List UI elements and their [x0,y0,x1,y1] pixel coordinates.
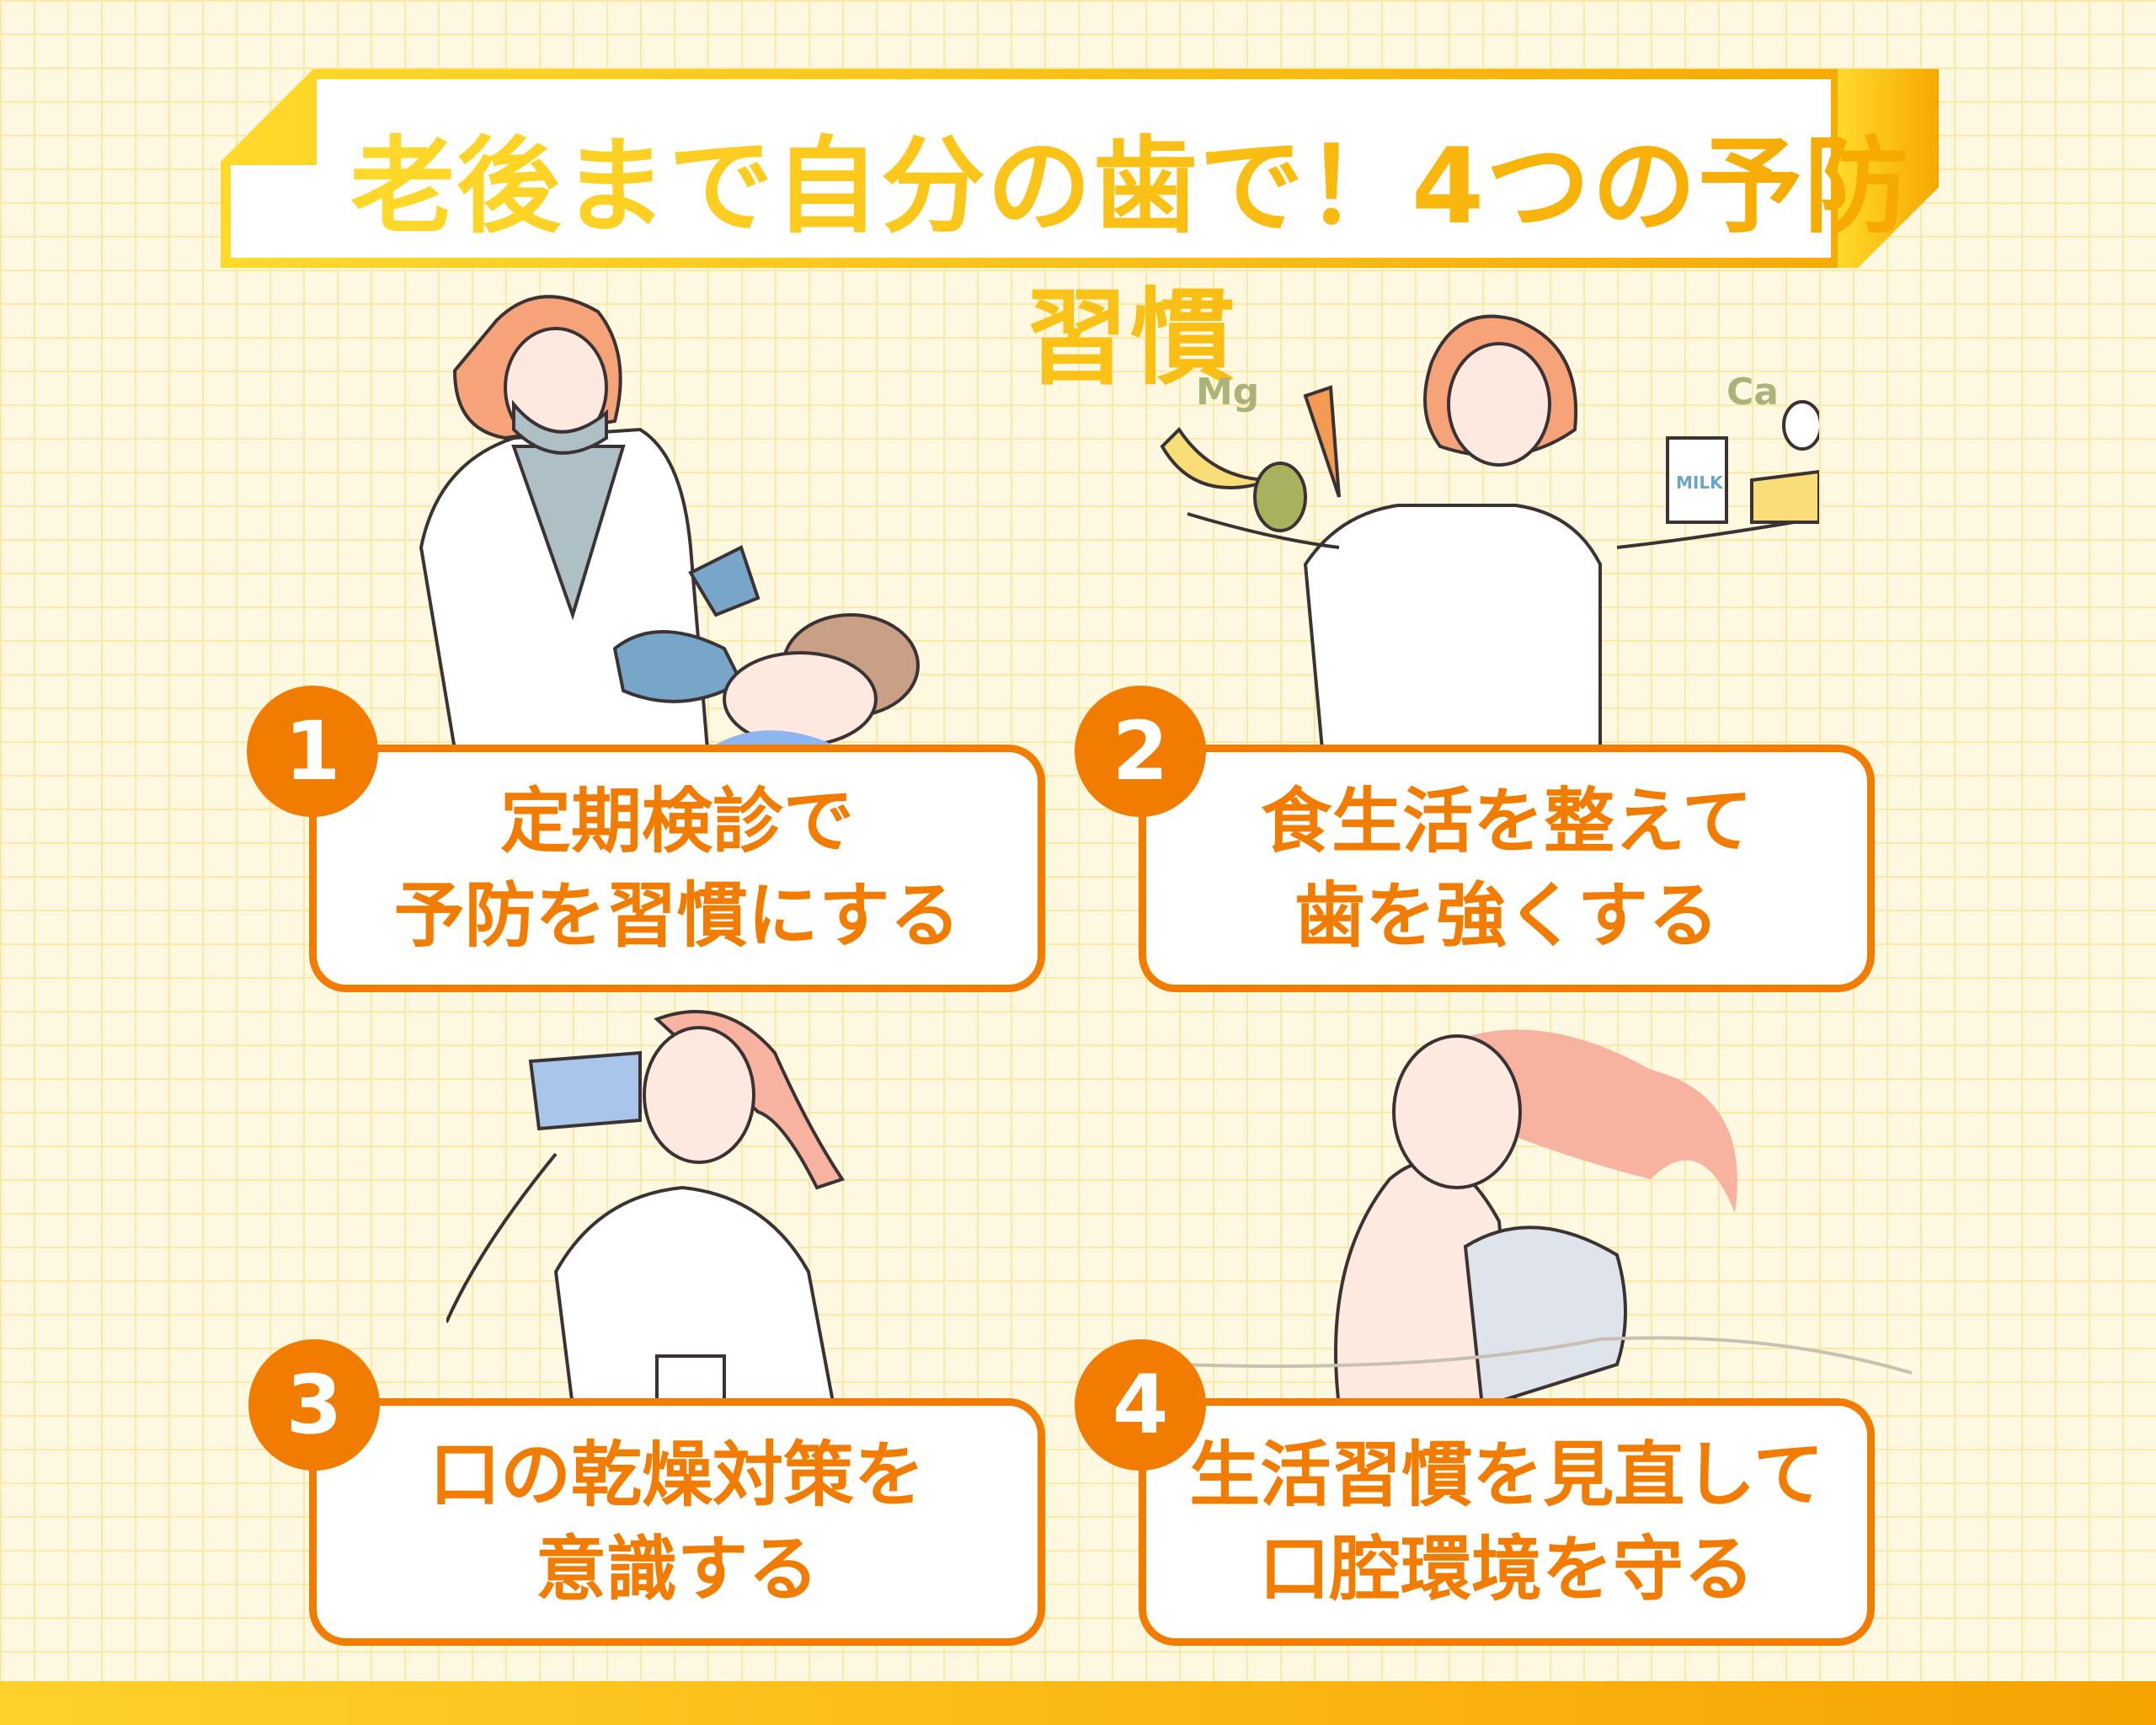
habit-text-line: 予防を習慣にする [393,874,961,957]
habit-text-line: 定期検診で [499,780,854,862]
habit-number-badge: 3 [248,1339,380,1471]
habit-number-badge: 1 [247,686,378,817]
habit-number-badge: 2 [1075,686,1206,817]
habit-card-4: 生活習慣を見直して 口腔環境を守る [1139,1398,1875,1646]
habit-text-line: 生活習慣を見直して [1189,1434,1824,1516]
magnesium-label: Mg [1196,371,1259,414]
habit-text-line: 口腔環境を守る [1258,1528,1754,1610]
page-title: 老後まで自分の歯で！4つの予防習慣 [339,101,1922,404]
sleeping-illustration [1179,1029,1913,1407]
calcium-label: Ca [1726,371,1779,414]
habit-card-3: 口の乾燥対策を 意識する [309,1398,1045,1646]
habit-card-1: 定期検診で 予防を習慣にする [309,745,1045,992]
habit-text-line: 意識する [535,1528,819,1610]
dentist-illustration [419,295,920,750]
milk-label: MILK [1676,473,1724,493]
nutrition-illustration: Mg Ca MILK [1160,314,1819,750]
banner-frame [221,69,1939,268]
bottom-bar [0,1681,2156,1725]
habit-text-line: 食生活を整えて [1261,780,1753,862]
habit-text-line: 歯を強くする [1294,874,1719,957]
habit-number-badge: 4 [1075,1339,1206,1471]
title-banner: 老後まで自分の歯で！4つの予防習慣 [221,69,1939,399]
habit-text-line: 口の乾燥対策を [429,1434,925,1516]
habit-card-2: 食生活を整えて 歯を強くする [1139,745,1875,992]
drinking-water-illustration [446,1010,846,1407]
